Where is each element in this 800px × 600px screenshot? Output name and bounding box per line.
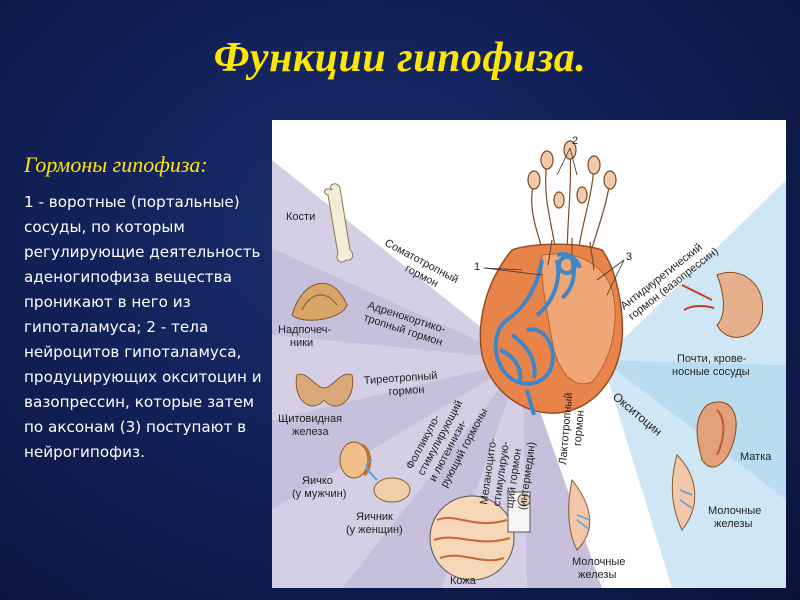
hormone-tsh: Тиреотропный гормон [363, 370, 438, 398]
label-kidney-line1: Почти, крове- [677, 353, 747, 365]
hormone-tsh-line2: гормон [388, 384, 425, 398]
thyroid-icon [295, 373, 354, 407]
adrenal-icon [291, 282, 348, 321]
testis-icon [339, 441, 372, 479]
label-mammary-right-line2: железы [714, 518, 752, 530]
bone-icon [324, 183, 354, 263]
slide-title: Функции гипофиза. [213, 35, 587, 81]
label-skin: Кожа [450, 575, 477, 587]
mammary-left-icon [568, 478, 591, 551]
marker-3: 3 [626, 251, 632, 263]
label-mammary-left-line2: железы [578, 569, 616, 581]
left-rays [272, 160, 602, 588]
label-mammary-right-line1: Молочные [708, 505, 761, 517]
hypothalamus-neurons [527, 140, 617, 266]
hormone-tsh-line1: Тиреотропный [363, 370, 438, 387]
ovary-icon [365, 459, 411, 503]
label-mammary-left-line1: Молочные [572, 556, 625, 568]
label-testis-line1: Яичко [302, 475, 333, 487]
label-uterus: Матка [740, 451, 772, 463]
label-bones: Кости [286, 211, 315, 223]
hormone-prolactin-line2: гормон [572, 410, 587, 447]
uterus-icon [696, 401, 737, 468]
pituitary-gland [479, 238, 624, 414]
label-testis-line2: (у мужчин) [292, 488, 346, 500]
label-adrenal-line2: ники [290, 337, 313, 349]
pituitary-diagram: 2 1 3 [272, 135, 786, 588]
hormone-msh: Меланоцито- стимулирую- щий гормон (инте… [478, 437, 538, 511]
pituitary-figure: 2 1 3 [272, 120, 786, 588]
mammary-right-icon [671, 454, 696, 531]
slide-description: 1 - воротные (портальные) сосуды, по кот… [24, 193, 262, 461]
callout-lines [483, 147, 625, 296]
label-adrenal-line1: Надпочеч- [278, 324, 332, 336]
skin-icon [429, 491, 531, 581]
right-rays [602, 180, 786, 588]
label-kidney-line2: носные сосуды [672, 366, 750, 378]
label-thyroid-line2: железа [292, 426, 329, 438]
marker-1: 1 [474, 261, 480, 273]
marker-2: 2 [572, 135, 578, 147]
portal-vessels [493, 252, 582, 416]
label-ovary-line1: Яичник [356, 511, 393, 523]
label-ovary-line2: (у женщин) [346, 524, 403, 536]
kidney-icon [681, 271, 764, 338]
label-thyroid-line1: Щитовидная [278, 413, 342, 425]
slide-subtitle: Гормоны гипофиза: [24, 152, 208, 177]
